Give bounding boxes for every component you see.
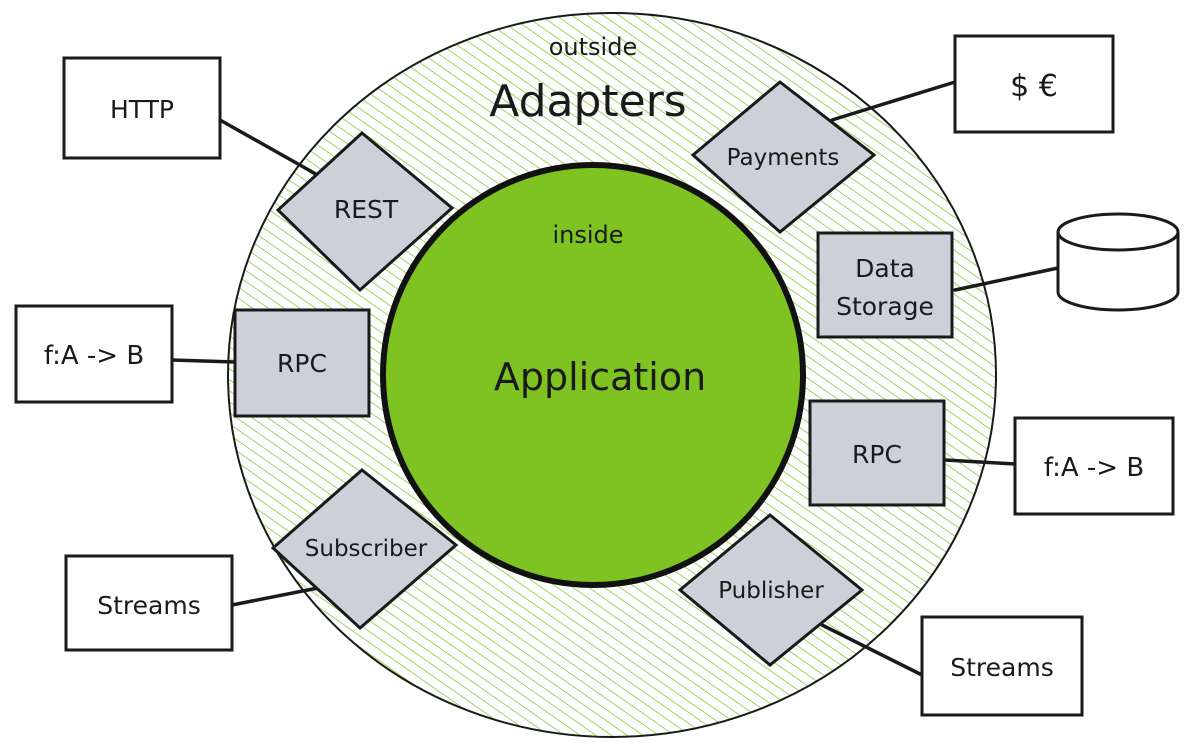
function-right-external-box[interactable]: f:A -> B xyxy=(1013,416,1175,516)
application-title: Application xyxy=(494,355,706,399)
rpc-right-adapter[interactable]: RPC xyxy=(808,399,946,507)
rest-adapter-label: REST xyxy=(334,195,399,224)
outside-label: outside xyxy=(549,33,637,61)
rest-adapter[interactable]: REST xyxy=(275,131,455,293)
data-storage-label-line2: Storage xyxy=(836,292,934,321)
streams-left-label: Streams xyxy=(97,591,200,620)
payments-adapter-label: Payments xyxy=(727,145,840,171)
currency-external-box[interactable]: $ € xyxy=(953,34,1115,134)
data-storage-label-line1: Data xyxy=(855,254,915,283)
streams-right-external-box[interactable]: Streams xyxy=(920,615,1084,717)
inside-label: inside xyxy=(552,221,623,249)
payments-adapter[interactable]: Payments xyxy=(690,80,877,234)
connector-http-rest xyxy=(218,118,332,184)
rpc-right-label: RPC xyxy=(852,440,902,469)
subscriber-adapter[interactable]: Subscriber xyxy=(270,468,459,631)
application-core[interactable] xyxy=(380,162,806,588)
http-external-box[interactable]: HTTP xyxy=(62,56,222,160)
streams-left-external-box[interactable]: Streams xyxy=(64,554,234,652)
publisher-label: Publisher xyxy=(718,578,824,604)
connector-publisher-streams xyxy=(820,623,924,677)
connector-function-rpc-left xyxy=(170,358,237,364)
subscriber-label: Subscriber xyxy=(305,536,428,562)
streams-right-label: Streams xyxy=(950,653,1053,682)
http-label: HTTP xyxy=(110,95,174,124)
currency-label: $ € xyxy=(1010,69,1058,104)
connector-currency-payments xyxy=(830,80,957,122)
rpc-left-adapter[interactable]: RPC xyxy=(233,308,371,418)
function-left-label: f:A -> B xyxy=(44,341,144,371)
connector-rpc-function-right xyxy=(943,458,1017,466)
connectors xyxy=(170,80,1060,677)
adapters-title: Adapters xyxy=(489,76,686,127)
connector-streams-subscriber xyxy=(230,586,320,607)
publisher-adapter[interactable]: Publisher xyxy=(677,513,865,667)
rpc-left-label: RPC xyxy=(277,349,327,378)
function-right-label: f:A -> B xyxy=(1044,453,1144,483)
function-left-external-box[interactable]: f:A -> B xyxy=(14,304,174,404)
data-storage-adapter[interactable]: Data Storage xyxy=(816,231,954,339)
database-cylinder-icon[interactable] xyxy=(1056,212,1180,312)
connector-database-storage xyxy=(953,266,1060,292)
